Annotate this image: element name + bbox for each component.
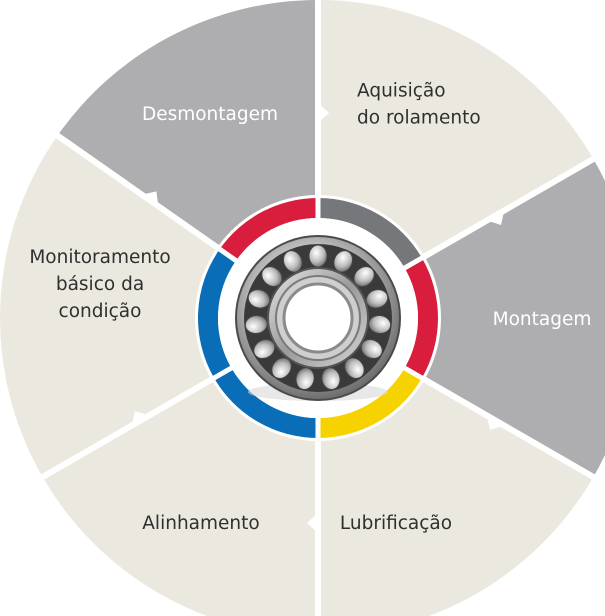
label-line: Desmontagem bbox=[142, 104, 278, 125]
arrow-notch-icon bbox=[486, 210, 505, 226]
label-line: Alinhamento bbox=[142, 513, 259, 534]
ring-gap bbox=[401, 364, 425, 382]
ring-arc-blue bbox=[198, 249, 237, 378]
label-aquisicao: Aquisição do rolamento bbox=[357, 81, 481, 129]
ring-gap bbox=[216, 245, 240, 264]
label-line: Monitoramento bbox=[29, 247, 170, 268]
label-line: condição bbox=[59, 301, 142, 322]
label-line: Montagem bbox=[493, 309, 592, 330]
arrow-notch-icon bbox=[318, 103, 329, 123]
label-monitoramento: Monitoramento básico da condição bbox=[29, 247, 170, 322]
arrow-notch-icon bbox=[141, 191, 159, 207]
label-line: Lubrificação bbox=[340, 513, 452, 534]
label-line: do rolamento bbox=[357, 108, 481, 129]
arrow-notch-icon bbox=[131, 410, 150, 426]
segment-montagem bbox=[318, 159, 605, 477]
ring-gap bbox=[401, 254, 425, 272]
label-lubrificacao: Lubrificação bbox=[340, 513, 452, 534]
segment-monitoramento bbox=[0, 135, 318, 477]
label-line: Aquisição bbox=[357, 81, 446, 102]
ring-arc-red bbox=[404, 258, 438, 378]
arrow-notch-icon bbox=[307, 513, 318, 533]
bearing-icon bbox=[218, 218, 418, 418]
arrow-notch-icon bbox=[486, 415, 505, 431]
label-line: básico da bbox=[56, 274, 144, 295]
ring-arc-yellow bbox=[318, 368, 422, 438]
ring-arc-blue bbox=[214, 368, 318, 438]
ring-arc-red bbox=[219, 198, 318, 261]
ring-arc-grey bbox=[318, 198, 422, 268]
label-alinhamento: Alinhamento bbox=[142, 513, 259, 534]
label-desmontagem: Desmontagem bbox=[142, 104, 278, 125]
ring-gap bbox=[211, 364, 235, 382]
label-montagem: Montagem bbox=[493, 309, 592, 330]
